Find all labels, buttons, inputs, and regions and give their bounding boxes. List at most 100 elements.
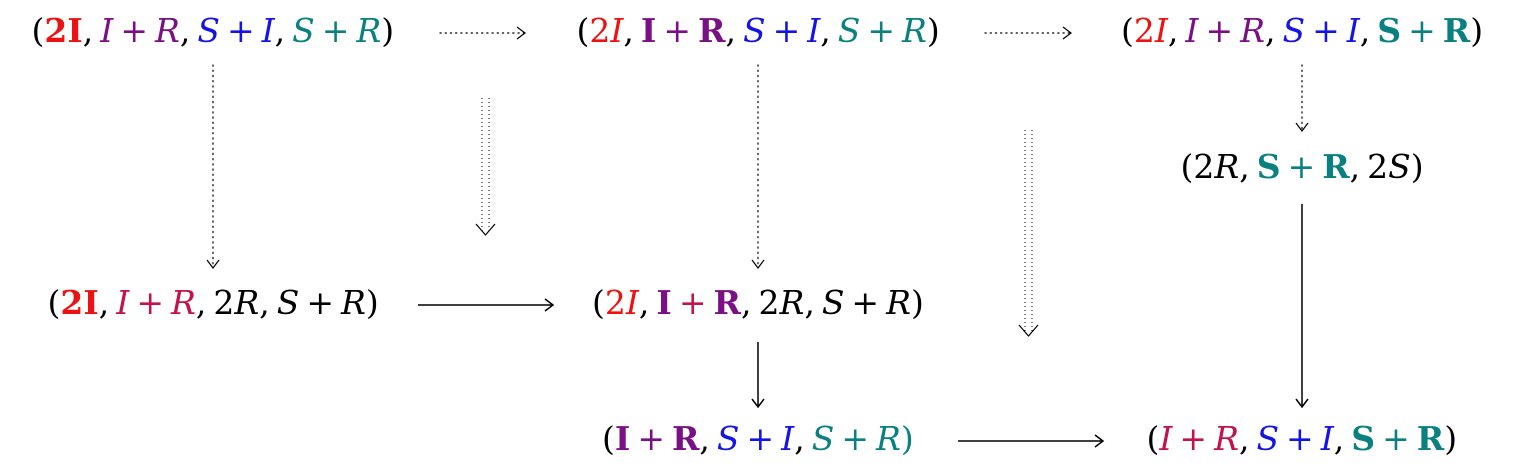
edge-n5-n6 — [418, 298, 555, 312]
node-token: S — [1282, 11, 1306, 50]
node-token: S — [821, 283, 845, 322]
node-token: + — [321, 11, 350, 50]
node-token: , — [638, 283, 650, 322]
node-token: + — [637, 419, 665, 458]
node-token: , — [98, 283, 110, 322]
node-token: + — [772, 11, 801, 50]
node-token: ( — [602, 419, 615, 458]
node-token: I — [610, 11, 624, 50]
node-token: , — [820, 11, 831, 50]
node-token: R — [886, 283, 911, 322]
node-token: ) — [900, 419, 914, 458]
node-token: ( — [576, 11, 590, 50]
node-token: I — [1159, 419, 1173, 458]
node-token: , — [195, 283, 207, 322]
node-token: R — [875, 419, 901, 458]
node-token: + — [136, 283, 164, 322]
edge-n2-n6 — [751, 64, 765, 269]
node-token: I — [1185, 11, 1199, 50]
node-token: , — [259, 283, 270, 322]
node-token: ) — [1470, 11, 1484, 50]
node-token: R — [1214, 419, 1239, 458]
node-token: S — [742, 11, 766, 50]
node-token: ( — [47, 283, 61, 322]
node-token: I — [1346, 11, 1360, 50]
node-token: ) — [926, 11, 940, 50]
node-token: R — [1416, 419, 1445, 458]
node-token: 2 — [758, 283, 780, 322]
node-token: ) — [910, 283, 924, 322]
node-token: I — [1320, 419, 1334, 458]
node-token: + — [120, 11, 148, 50]
node-token: + — [1286, 419, 1314, 458]
node-token: R — [234, 283, 260, 322]
node-token: , — [1238, 419, 1250, 458]
node-token: , — [740, 283, 752, 322]
edge-n7-n8 — [958, 434, 1105, 448]
node-token: R — [779, 283, 805, 322]
node-token: R — [1322, 147, 1350, 186]
node-token: I — [1154, 11, 1168, 50]
node-token: , — [804, 283, 815, 322]
node-token: I — [614, 419, 631, 458]
node-token: I — [625, 283, 639, 322]
node-token: + — [678, 283, 707, 322]
edge-n3-n4 — [1295, 64, 1309, 132]
node-token: ( — [31, 11, 45, 50]
node-token: + — [663, 11, 692, 50]
node-token: ) — [1444, 419, 1458, 458]
node-token: + — [1287, 147, 1316, 186]
node-token: R — [698, 11, 726, 50]
node-token: 2 — [1367, 147, 1389, 186]
node-token: I — [781, 419, 795, 458]
node-token: I — [100, 11, 114, 50]
node-token: , — [1239, 147, 1250, 186]
node-token: + — [1179, 419, 1208, 458]
node-token: ( — [1180, 147, 1194, 186]
node-token: R — [1240, 11, 1265, 50]
node-token: + — [841, 419, 869, 458]
node-token: R — [154, 11, 180, 50]
node-token: S — [292, 11, 315, 50]
node-token: + — [1205, 11, 1234, 50]
node-token: R — [671, 419, 700, 458]
node-token: , — [1349, 147, 1361, 186]
node-token: , — [1333, 419, 1345, 458]
node-token: S — [1256, 419, 1280, 458]
node-token: , — [794, 419, 805, 458]
edge-n6-n7 — [751, 342, 765, 409]
node-token: ( — [1146, 419, 1160, 458]
node-token: + — [1382, 419, 1410, 458]
node-token: I — [640, 11, 657, 50]
node-token: S — [716, 419, 740, 458]
node-state-2I-IR-SI-SR-focus-2I: (2I,I+R,S+I,S+R) — [32, 14, 395, 47]
edge-n2-n3 — [984, 26, 1072, 40]
node-token: 2I — [44, 11, 83, 50]
edge-free-1 — [475, 98, 496, 236]
node-token: R — [1442, 11, 1471, 50]
node-token: + — [306, 283, 334, 322]
node-token: 2 — [1193, 147, 1215, 186]
node-token: ( — [592, 283, 605, 322]
node-token: I — [656, 283, 672, 322]
node-token: I — [261, 11, 275, 50]
node-token: , — [623, 11, 634, 50]
edge-free-2 — [1018, 130, 1039, 337]
node-token: S — [811, 419, 835, 458]
edge-n4-n8 — [1295, 204, 1309, 409]
edge-n1-n2 — [439, 26, 526, 40]
node-token: + — [746, 419, 775, 458]
node-token: ) — [381, 11, 395, 50]
node-token: R — [713, 283, 741, 322]
node-token: R — [340, 283, 366, 322]
node-token: S — [276, 283, 300, 322]
node-token: + — [1408, 11, 1436, 50]
node-token: ( — [1121, 11, 1134, 50]
node-token: + — [226, 11, 255, 50]
node-token: , — [699, 419, 710, 458]
node-token: R — [1214, 147, 1240, 186]
